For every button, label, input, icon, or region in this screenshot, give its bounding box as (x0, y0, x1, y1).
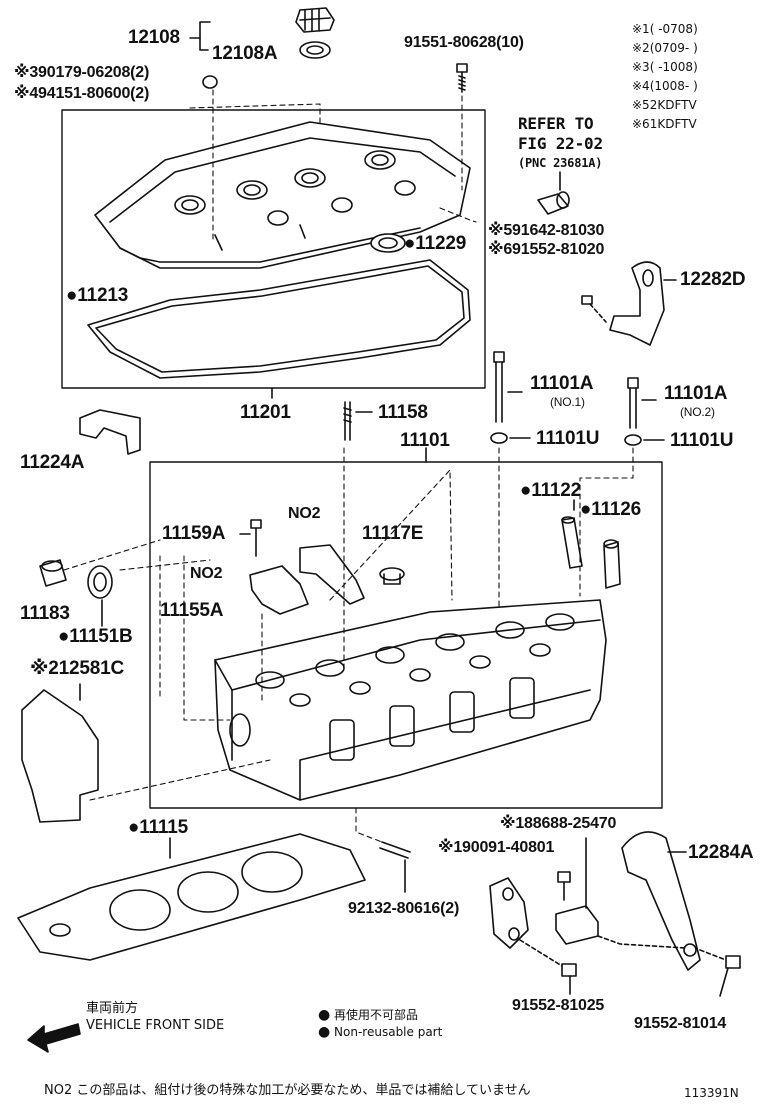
label-12108[interactable]: 12108 (128, 27, 180, 48)
vehicle-front-arrow (27, 1023, 81, 1053)
label-no2-upper: NO2 (288, 505, 321, 522)
label-12284a[interactable]: 12284A (688, 842, 754, 863)
label-90091-40801[interactable]: ※190091-40801 (438, 839, 555, 856)
bearing-cap-lower (249, 565, 309, 615)
variant-note-4: ※4(1008- ) (632, 79, 698, 93)
variant-note-5: ※52KDFTV (632, 98, 697, 112)
label-91551-80628[interactable]: 91551-80628(10) (404, 34, 524, 51)
legend-en: ● Non-reusable part (318, 1024, 443, 1040)
head-cover-bolt (456, 63, 468, 93)
label-11229[interactable]: ●11229 (404, 233, 467, 254)
cylinder-head-gasket (17, 833, 366, 961)
head-bolt-no2 (627, 377, 639, 429)
cylinder-head-cover (94, 121, 471, 269)
bolt-91552-81025 (519, 939, 577, 977)
bracket-12284a (621, 831, 701, 971)
figure-id: 113391N (684, 1086, 739, 1100)
footer-note: NO2 この部品は、組付け後の特殊な加工が必要なため、単品では補給していません (44, 1083, 531, 1098)
sensor-88688 (555, 905, 599, 945)
bolt-90091 (557, 871, 571, 901)
oil-seal-11229 (370, 233, 406, 253)
washer-2 (624, 434, 642, 446)
variant-note-6: ※61KDFTV (632, 117, 697, 131)
label-91552-81014[interactable]: 91552-81014 (634, 1015, 727, 1032)
non-reusable-bullet-icon: ● (318, 1024, 331, 1040)
reference-line-3: (PNC 23681A) (518, 156, 603, 170)
reference-line-1: REFER TO (518, 114, 594, 133)
oil-filler-cap (295, 7, 335, 33)
head-bolt-no1 (493, 351, 505, 423)
bearing-cap-upper (299, 544, 365, 605)
label-11101a-no2[interactable]: 11101A (664, 383, 728, 404)
head-cover-box (61, 109, 486, 389)
plug-11183 (39, 559, 67, 587)
variant-note-3: ※3( -1008) (632, 60, 698, 74)
direction-label-jp: 車両前方 (86, 1001, 139, 1016)
label-12108a[interactable]: 12108A (212, 43, 278, 64)
head-cover-gasket (87, 259, 471, 379)
direction-label-en: VEHICLE FRONT SIDE (86, 1018, 225, 1033)
label-90179-06208[interactable]: ※390179-06208(2) (14, 64, 150, 81)
part-11224a (79, 409, 141, 455)
non-reusable-bullet-icon: ● (318, 1007, 331, 1023)
grommet (202, 75, 218, 89)
bolt-11159a (250, 519, 262, 557)
seal-11151b (87, 565, 113, 599)
label-11158[interactable]: 11158 (378, 402, 428, 423)
label-11117e[interactable]: 11117E (362, 523, 424, 544)
label-12282d[interactable]: 12282D (680, 269, 746, 290)
bracket-bolt (581, 295, 607, 323)
label-11101u-2[interactable]: 11101U (670, 430, 734, 451)
label-11115[interactable]: ●11115 (128, 817, 188, 838)
label-11101a-no1[interactable]: 11101A (530, 373, 594, 394)
plug-11117e (379, 567, 405, 585)
label-92132-80616[interactable]: 92132-80616(2) (348, 900, 460, 917)
label-11101a-no1-sub: (NO.1) (550, 395, 585, 409)
variant-note-2: ※2(0709- ) (632, 41, 698, 55)
label-11101a-no2-sub: (NO.2) (680, 405, 715, 419)
label-11224a[interactable]: 11224A (20, 452, 85, 473)
label-11155a[interactable]: 11155A (160, 600, 224, 621)
bracket-12282d (609, 261, 665, 346)
washer-1 (490, 432, 508, 444)
stud-bolt-11158 (343, 401, 352, 441)
pipe-connector (537, 191, 570, 215)
variant-note-1: ※1( -0708) (632, 22, 698, 36)
label-11126[interactable]: ●11126 (580, 499, 642, 520)
label-94151-80600[interactable]: ※494151-80600(2) (14, 85, 150, 102)
label-11151b[interactable]: ●11151B (58, 626, 133, 647)
stud-92132 (379, 841, 411, 859)
cylinder-head (214, 599, 607, 801)
cylinder-head-box (149, 461, 663, 809)
label-11213[interactable]: ●11213 (66, 285, 129, 306)
reference-line-2: FIG 22-02 (518, 134, 603, 153)
label-11101u-1[interactable]: 11101U (536, 428, 600, 449)
label-11183[interactable]: 11183 (20, 603, 70, 624)
bolt-91552-81014 (699, 949, 741, 969)
cover-12581c (21, 689, 99, 823)
label-11159a[interactable]: 11159A (162, 523, 226, 544)
label-91552-81020[interactable]: ※691552-81020 (488, 241, 605, 258)
label-11101[interactable]: 11101 (400, 430, 450, 451)
label-12581c[interactable]: ※212581C (30, 658, 124, 679)
label-no2-lower: NO2 (190, 565, 223, 582)
label-88688-25470[interactable]: ※188688-25470 (500, 815, 617, 832)
legend-jp: ● 再使用不可部品 (318, 1007, 419, 1023)
oil-cap-gasket (299, 41, 331, 59)
valve-guide-11122 (561, 516, 583, 569)
label-91552-81025[interactable]: 91552-81025 (512, 997, 605, 1014)
label-11201[interactable]: 11201 (240, 402, 291, 423)
bracket-88688 (489, 877, 529, 949)
valve-guide-11126 (603, 539, 621, 589)
label-11122[interactable]: ●11122 (520, 480, 582, 501)
label-91642-81030[interactable]: ※591642-81030 (488, 222, 605, 239)
